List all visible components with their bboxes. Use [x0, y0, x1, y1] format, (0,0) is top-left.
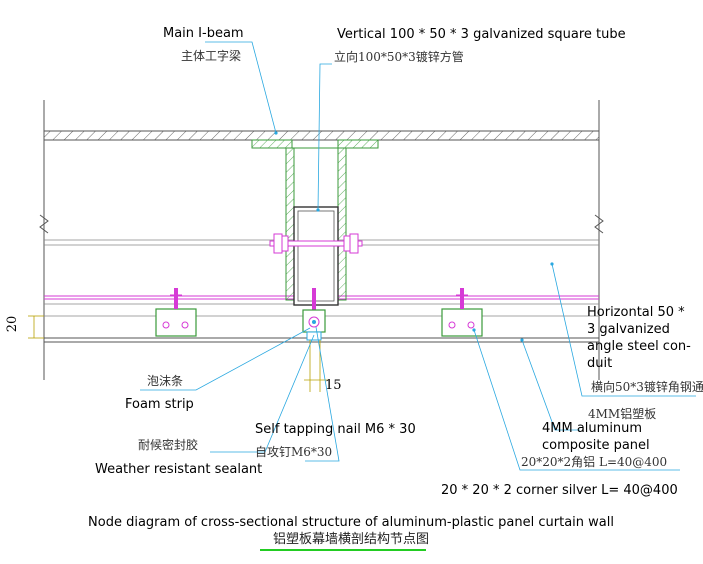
corner-label-zh: 20*20*2角铝 L=40@400 [521, 454, 667, 469]
foam-label-zh: 泡沫条 [147, 374, 183, 388]
panel-label-zh: 4MM铝塑板 [588, 406, 656, 421]
horizontal-label-line1: Horizontal 50 * [587, 305, 685, 320]
dim-20-text: 20 [5, 316, 20, 333]
panel-label-line1: 4MM aluminum [542, 421, 642, 436]
horizontal-label-line2: 3 galvanized [587, 322, 670, 337]
dimension-20: 20 [5, 315, 44, 339]
through-bolt [269, 233, 363, 254]
vertical-tube-label-zh: 立向100*50*3镀锌方管 [334, 49, 464, 64]
dim-15-text: 15 [325, 378, 342, 393]
nail-label: Self tapping nail M6 * 30 [255, 422, 416, 437]
nail-label-zh: 自攻钉M6*30 [255, 445, 332, 459]
panel-label-line2: composite panel [542, 438, 650, 453]
steel-connection [251, 139, 379, 301]
horizontal-label-line3: angle steel con- [587, 339, 691, 354]
caption-zh: 铝塑板幕墙横剖结构节点图 [273, 532, 429, 547]
horizontal-label-line4: duit [587, 356, 612, 371]
leader-lines [140, 41, 696, 471]
sealant-label: Weather resistant sealant [95, 462, 262, 477]
main-ibeam-label: Main I-beam [163, 26, 244, 41]
dimension-15: 15 [304, 340, 342, 393]
corner-bracket-left [155, 288, 197, 337]
foam-label: Foam strip [125, 397, 194, 412]
vertical-tube-label: Vertical 100 * 50 * 3 galvanized square … [337, 27, 626, 42]
corner-bracket-right [441, 288, 483, 337]
horizontal-label-zh: 横向50*3镀锌角钢通长 [591, 379, 703, 394]
sealant-label-zh: 耐候密封胶 [138, 437, 198, 452]
caption-en: Node diagram of cross-sectional structur… [88, 515, 614, 530]
corner-label: 20 * 20 * 2 corner silver L= 40@400 [441, 483, 678, 498]
main-ibeam-label-zh: 主体工字梁 [181, 48, 241, 63]
